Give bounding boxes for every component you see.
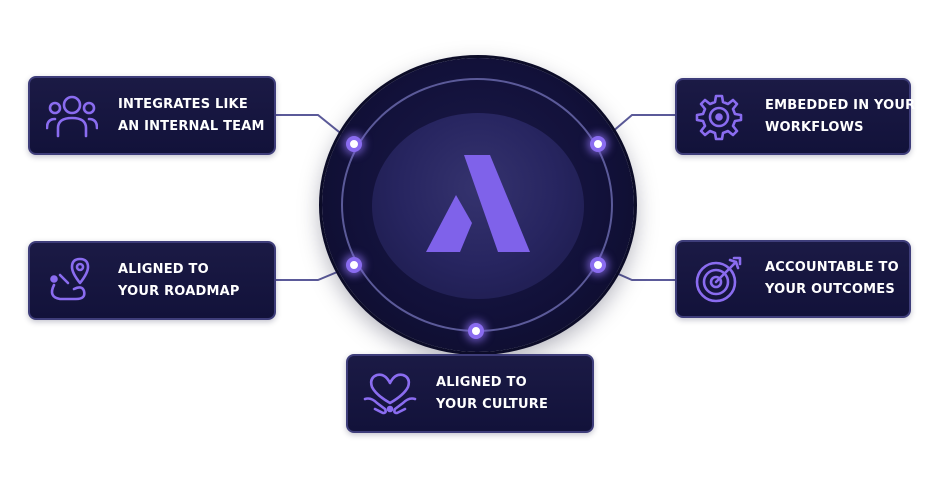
card-integrates-label: INTEGRATES LIKE AN INTERNAL TEAM [118, 94, 265, 138]
card-culture: ALIGNED TO YOUR CULTURE [346, 354, 594, 433]
card-culture-line2: YOUR CULTURE [436, 396, 549, 412]
card-roadmap-label: ALIGNED TO YOUR ROADMAP [118, 259, 240, 303]
connector-dot-roadmap [346, 257, 362, 273]
card-integrates-line1: INTEGRATES LIKE [118, 96, 248, 112]
card-integrates: INTEGRATES LIKE AN INTERNAL TEAM [28, 76, 276, 155]
card-embedded-label: EMBEDDED IN YOUR WORKFLOWS [765, 95, 915, 139]
card-outcomes: ACCOUNTABLE TO YOUR OUTCOMES [675, 240, 911, 318]
team-icon [44, 88, 100, 144]
card-integrates-line2: AN INTERNAL TEAM [118, 118, 265, 134]
card-outcomes-line1: ACCOUNTABLE TO [765, 260, 899, 275]
card-outcomes-line2: YOUR OUTCOMES [765, 282, 895, 297]
hub-core [372, 113, 584, 299]
connector-dot-integrates [346, 136, 362, 152]
logo-a-icon [426, 155, 530, 252]
connector-dot-culture [468, 323, 484, 339]
map-pin-route-icon [44, 253, 100, 309]
card-embedded-line1: EMBEDDED IN YOUR [765, 97, 916, 113]
card-embedded: EMBEDDED IN YOUR WORKFLOWS [675, 78, 915, 155]
card-embedded-line2: WORKFLOWS [765, 119, 864, 135]
card-roadmap-line1: ALIGNED TO [118, 261, 209, 277]
card-culture-line1: ALIGNED TO [436, 374, 527, 390]
connector-dot-outcomes [590, 257, 606, 273]
card-outcomes-label: ACCOUNTABLE TO YOUR OUTCOMES [765, 257, 899, 301]
card-roadmap: ALIGNED TO YOUR ROADMAP [28, 241, 276, 320]
connector-dot-embedded [590, 136, 606, 152]
gear-icon [691, 89, 747, 145]
target-icon [691, 251, 747, 307]
card-roadmap-line2: YOUR ROADMAP [118, 283, 240, 299]
heart-hands-icon [362, 366, 418, 422]
card-culture-label: ALIGNED TO YOUR CULTURE [436, 372, 548, 416]
